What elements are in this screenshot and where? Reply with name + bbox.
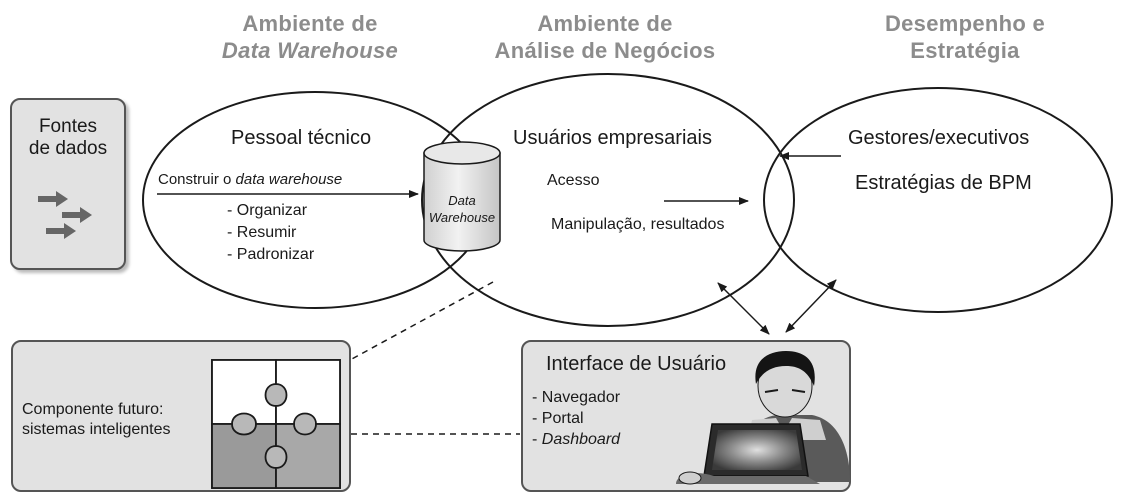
- build-dw-prefix: Construir o: [158, 171, 236, 188]
- ui-item-portal: - Portal: [532, 410, 584, 427]
- build-dw-label: Construir o data warehouse: [158, 171, 342, 188]
- data-sources-line1: Fontes: [38, 116, 98, 137]
- ui-item-browser: - Navegador: [532, 389, 621, 406]
- managers-executives-label: Gestores/executivos: [848, 127, 1030, 149]
- future-dashed-connector: [349, 281, 494, 361]
- access-label: Acesso: [547, 172, 600, 189]
- perf-ui-double-arrow: [785, 279, 837, 333]
- manipulation-label: Manipulação, resultados: [551, 216, 725, 233]
- ui-item-dashboard: - Dashboard: [532, 431, 620, 449]
- data-warehouse-line2: Warehouse: [428, 210, 496, 225]
- header-dw-line1: Ambiente de: [242, 11, 378, 36]
- dw-task-standardize: - Padronizar: [227, 246, 315, 263]
- dw-task-organize: - Organizar: [227, 202, 308, 219]
- data-warehouse-label: Data Warehouse: [424, 192, 500, 226]
- ba-environment-ellipse: [421, 73, 795, 327]
- header-ba-line1: Ambiente de: [537, 11, 673, 36]
- header-dw-line2: Data Warehouse: [221, 38, 399, 63]
- data-warehouse-line1: Data: [448, 193, 476, 208]
- header-business-analysis-environment: Ambiente de Análise de Negócios: [455, 10, 755, 64]
- data-sources-box: [10, 98, 126, 270]
- technical-staff-label: Pessoal técnico: [231, 127, 372, 149]
- dw-task-summarize: - Resumir: [227, 224, 297, 241]
- header-data-warehouse-environment: Ambiente de Data Warehouse: [180, 10, 440, 64]
- bpm-strategies-label: Estratégias de BPM: [855, 172, 1032, 194]
- header-perf-line2: Estratégia: [910, 38, 1020, 63]
- future-component-label: Componente futuro: sistemas inteligentes: [22, 400, 171, 440]
- data-warehouse-cylinder-icon: [423, 141, 501, 252]
- perf-environment-ellipse: [763, 87, 1113, 313]
- header-perf-line1: Desempenho e: [884, 11, 1046, 36]
- data-sources-line2: de dados: [28, 138, 108, 159]
- puzzle-icon: [211, 359, 341, 489]
- data-sources-label: Fontes de dados: [12, 116, 124, 160]
- ui-dashboard-italic: Dashboard: [541, 431, 621, 448]
- person-at-computer-icon: [676, 351, 850, 485]
- future-component-line2: sistemas inteligentes: [22, 421, 171, 438]
- user-interface-title: Interface de Usuário: [546, 353, 727, 375]
- header-performance-strategy: Desempenho e Estratégia: [845, 10, 1085, 64]
- build-dw-italic: data warehouse: [235, 171, 343, 188]
- ui-dashboard-prefix: -: [532, 431, 542, 448]
- header-ba-line2: Análise de Negócios: [494, 38, 716, 63]
- future-component-line1: Componente futuro:: [22, 401, 164, 418]
- ba-ui-double-arrow: [717, 282, 770, 335]
- source-arrows-icon: [38, 191, 92, 239]
- business-users-label: Usuários empresariais: [513, 127, 712, 149]
